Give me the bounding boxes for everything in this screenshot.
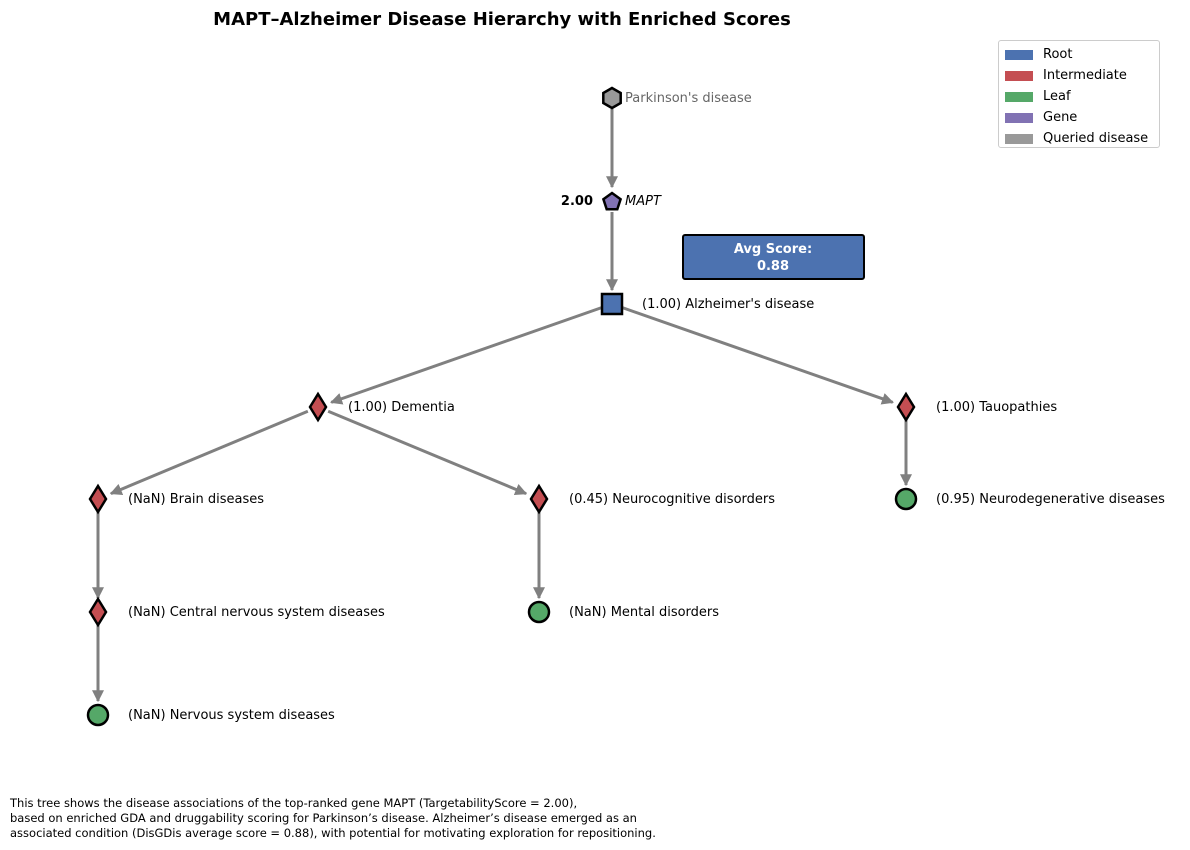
node-cns: (NaN) Central nervous system diseases (88, 596, 385, 628)
node-mapt: MAPT 2.00 (561, 191, 662, 211)
edge-dementia-neurocognitive (327, 409, 528, 496)
legend-swatch (1005, 91, 1033, 102)
legend-swatch (1005, 49, 1033, 60)
node-tauopathies: (1.00) Tauopathies (896, 391, 1057, 423)
node-marker-neurocognitive (529, 483, 549, 515)
edge-dementia-brain (109, 409, 309, 495)
node-marker-nervous (86, 703, 110, 727)
node-marker-alzheimers (600, 292, 624, 316)
node-marker-mental (527, 600, 551, 624)
node-label-cns: (NaN) Central nervous system diseases (128, 605, 385, 620)
avg-score-label: Avg Score: (734, 242, 812, 257)
node-mental: (NaN) Mental disorders (527, 600, 719, 624)
node-label-neurodegenerative: (0.95) Neurodegenerative diseases (936, 492, 1165, 507)
node-marker-brain (88, 483, 108, 515)
legend-label: Gene (1043, 110, 1078, 125)
legend-item: Leaf (1005, 86, 1159, 107)
edges-layer (92, 109, 912, 703)
node-alzheimers: (1.00) Alzheimer's disease (600, 292, 814, 316)
node-neurocognitive: (0.45) Neurocognitive disorders (529, 483, 775, 515)
node-nervous: (NaN) Nervous system diseases (86, 703, 335, 727)
node-dementia: (1.00) Dementia (308, 391, 455, 423)
legend-label: Intermediate (1043, 68, 1127, 83)
edge-alzheimers-dementia (330, 306, 603, 405)
node-parkinsons: Parkinson's disease (602, 86, 752, 110)
node-label-mapt: MAPT (625, 194, 662, 209)
node-neurodegenerative: (0.95) Neurodegenerative diseases (894, 487, 1165, 511)
legend-item: Gene (1005, 107, 1159, 128)
legend-label: Queried disease (1043, 131, 1149, 146)
node-label-brain: (NaN) Brain diseases (128, 492, 264, 507)
legend-swatch (1005, 133, 1033, 144)
legend-swatch (1005, 70, 1033, 81)
legend-item: Root (1005, 44, 1159, 65)
node-marker-cns (88, 596, 108, 628)
footnote: This tree shows the disease associations… (10, 796, 656, 840)
node-marker-neurodegenerative (894, 487, 918, 511)
legend-item: Intermediate (1005, 65, 1159, 86)
diagram-title: MAPT–Alzheimer Disease Hierarchy with En… (213, 9, 791, 30)
node-label-neurocognitive: (0.45) Neurocognitive disorders (569, 492, 775, 507)
node-label-parkinsons: Parkinson's disease (625, 91, 752, 106)
legend-item: Queried disease (1005, 128, 1159, 149)
node-marker-mapt (601, 191, 623, 211)
avg-score-box: Avg Score: 0.88 (682, 234, 865, 280)
node-marker-dementia (308, 391, 328, 423)
avg-score-value: 0.88 (757, 259, 789, 274)
node-label-alzheimers: (1.00) Alzheimer's disease (642, 297, 814, 312)
node-marker-tauopathies (896, 391, 916, 423)
node-label-mental: (NaN) Mental disorders (569, 605, 719, 620)
node-brain: (NaN) Brain diseases (88, 483, 264, 515)
node-label-dementia: (1.00) Dementia (348, 400, 455, 415)
node-marker-parkinsons (602, 86, 622, 110)
node-label-tauopathies: (1.00) Tauopathies (936, 400, 1057, 415)
node-score-mapt: 2.00 (561, 194, 593, 209)
legend-label: Root (1043, 47, 1073, 62)
node-label-nervous: (NaN) Nervous system diseases (128, 708, 335, 723)
edge-alzheimers-tauopathies (621, 306, 894, 405)
legend-swatch (1005, 112, 1033, 123)
legend-label: Leaf (1043, 89, 1071, 104)
